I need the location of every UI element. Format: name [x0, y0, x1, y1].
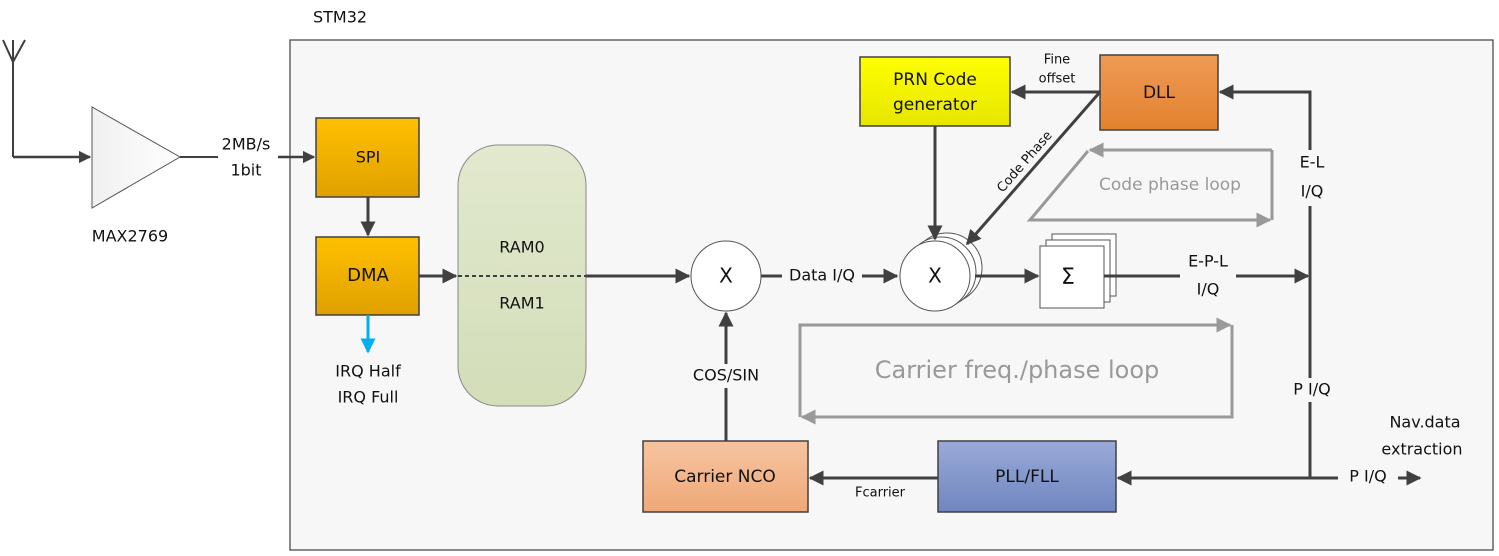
epl-label-2: I/Q — [1197, 280, 1220, 299]
fine-offset-label-1: Fine — [1044, 53, 1070, 68]
carrier-mixer-label: X — [719, 264, 733, 288]
code-loop-label: Code phase loop — [1099, 175, 1241, 195]
carrier-loop-label: Carrier freq./phase loop — [875, 356, 1160, 384]
code-mixer — [899, 232, 983, 312]
stm32-label: STM32 — [313, 8, 367, 27]
spi-block — [315, 117, 420, 198]
p-iq-label: P I/Q — [1293, 380, 1330, 399]
el-label-1: E-L — [1300, 153, 1325, 172]
irq-full-label: IRQ Full — [338, 388, 399, 407]
prn-code-generator-block — [859, 56, 1011, 127]
irq-half-label: IRQ Half — [335, 362, 401, 381]
pll-label: PLL/FLL — [995, 467, 1059, 487]
nav-data-label-2: extraction — [1381, 440, 1462, 459]
p-iq-out-label: P I/Q — [1349, 467, 1386, 486]
prn-label-line2: generator — [893, 95, 977, 115]
rate-label: 2MB/s — [222, 135, 271, 154]
ram0-label: RAM0 — [499, 238, 544, 257]
dll-block — [1099, 54, 1219, 131]
data-iq-label: Data I/Q — [789, 266, 855, 285]
carrier-loop — [798, 317, 1234, 425]
dma-block — [315, 236, 420, 316]
dma-label: DMA — [347, 265, 389, 286]
amplifier — [91, 106, 182, 209]
bit-label: 1bit — [230, 161, 261, 180]
spi-label: SPI — [356, 148, 381, 167]
prn-label-line1: PRN Code — [893, 70, 977, 90]
pll-fll-block — [937, 440, 1117, 513]
cos-sin-label: COS/SIN — [693, 366, 759, 385]
amplifier-label: MAX2769 — [92, 227, 168, 246]
nav-data-label-1: Nav.data — [1389, 413, 1460, 432]
code-phase-loop — [1026, 142, 1274, 228]
ram1-label: RAM1 — [499, 294, 544, 313]
integrator-block — [1039, 233, 1117, 309]
fcarrier-label: Fcarrier — [855, 486, 906, 501]
el-label-2: I/Q — [1301, 182, 1324, 201]
dll-label: DLL — [1143, 83, 1176, 103]
integrator-label: Σ — [1061, 265, 1075, 290]
code-mixer-label: X — [928, 264, 942, 288]
epl-label-1: E-P-L — [1188, 252, 1228, 271]
antenna-icon — [2, 39, 26, 157]
nco-label: Carrier NCO — [674, 467, 776, 487]
carrier-nco-block — [642, 440, 809, 513]
fine-offset-label-2: offset — [1039, 72, 1076, 87]
